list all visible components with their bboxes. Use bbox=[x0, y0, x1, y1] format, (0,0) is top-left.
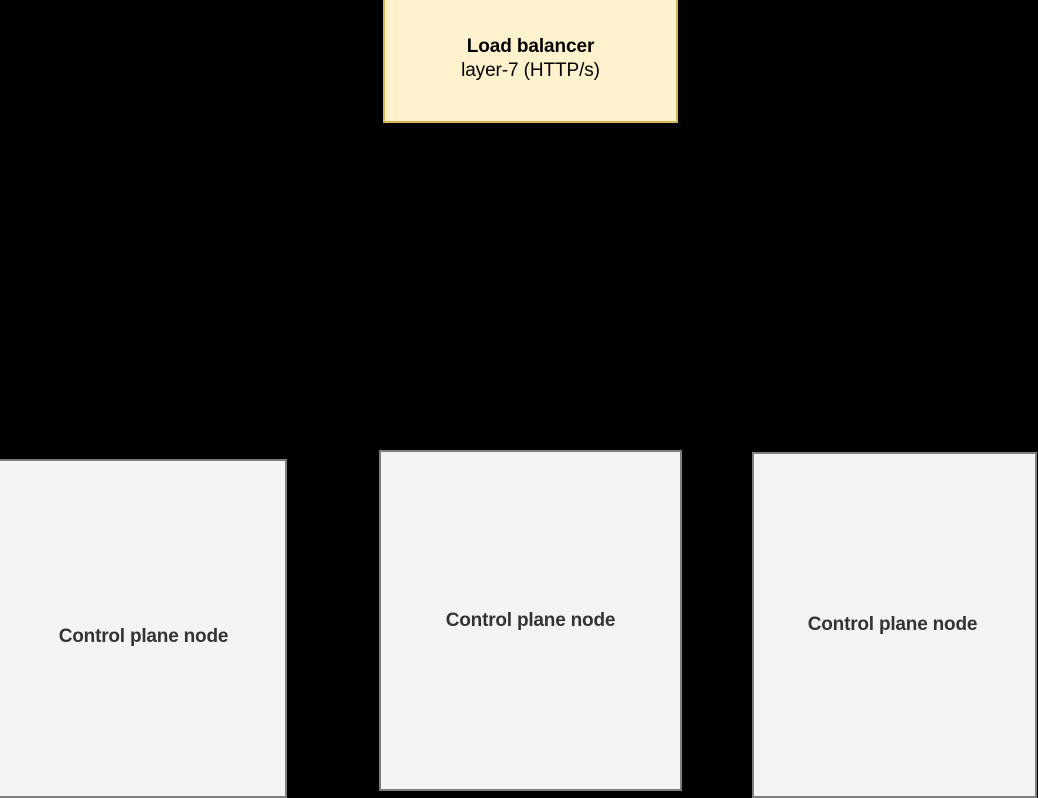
load-balancer-title: Load balancer bbox=[466, 35, 595, 57]
control-plane-node-1[interactable]: Control plane node bbox=[0, 459, 287, 798]
load-balancer-subtitle: layer-7 (HTTP/s) bbox=[461, 59, 600, 81]
control-plane-node-1-label: Control plane node bbox=[58, 625, 229, 647]
load-balancer-node[interactable]: Load balancer layer-7 (HTTP/s) bbox=[383, 0, 678, 123]
control-plane-node-2-label: Control plane node bbox=[445, 609, 616, 631]
edge-load-balancer-to-control-plane-node-1 bbox=[142, 122, 531, 460]
control-plane-node-3[interactable]: Control plane node bbox=[752, 452, 1037, 798]
control-plane-node-2[interactable]: Control plane node bbox=[379, 450, 682, 791]
control-plane-node-3-label: Control plane node bbox=[807, 614, 978, 636]
edge-load-balancer-to-control-plane-node-3 bbox=[529, 122, 895, 453]
